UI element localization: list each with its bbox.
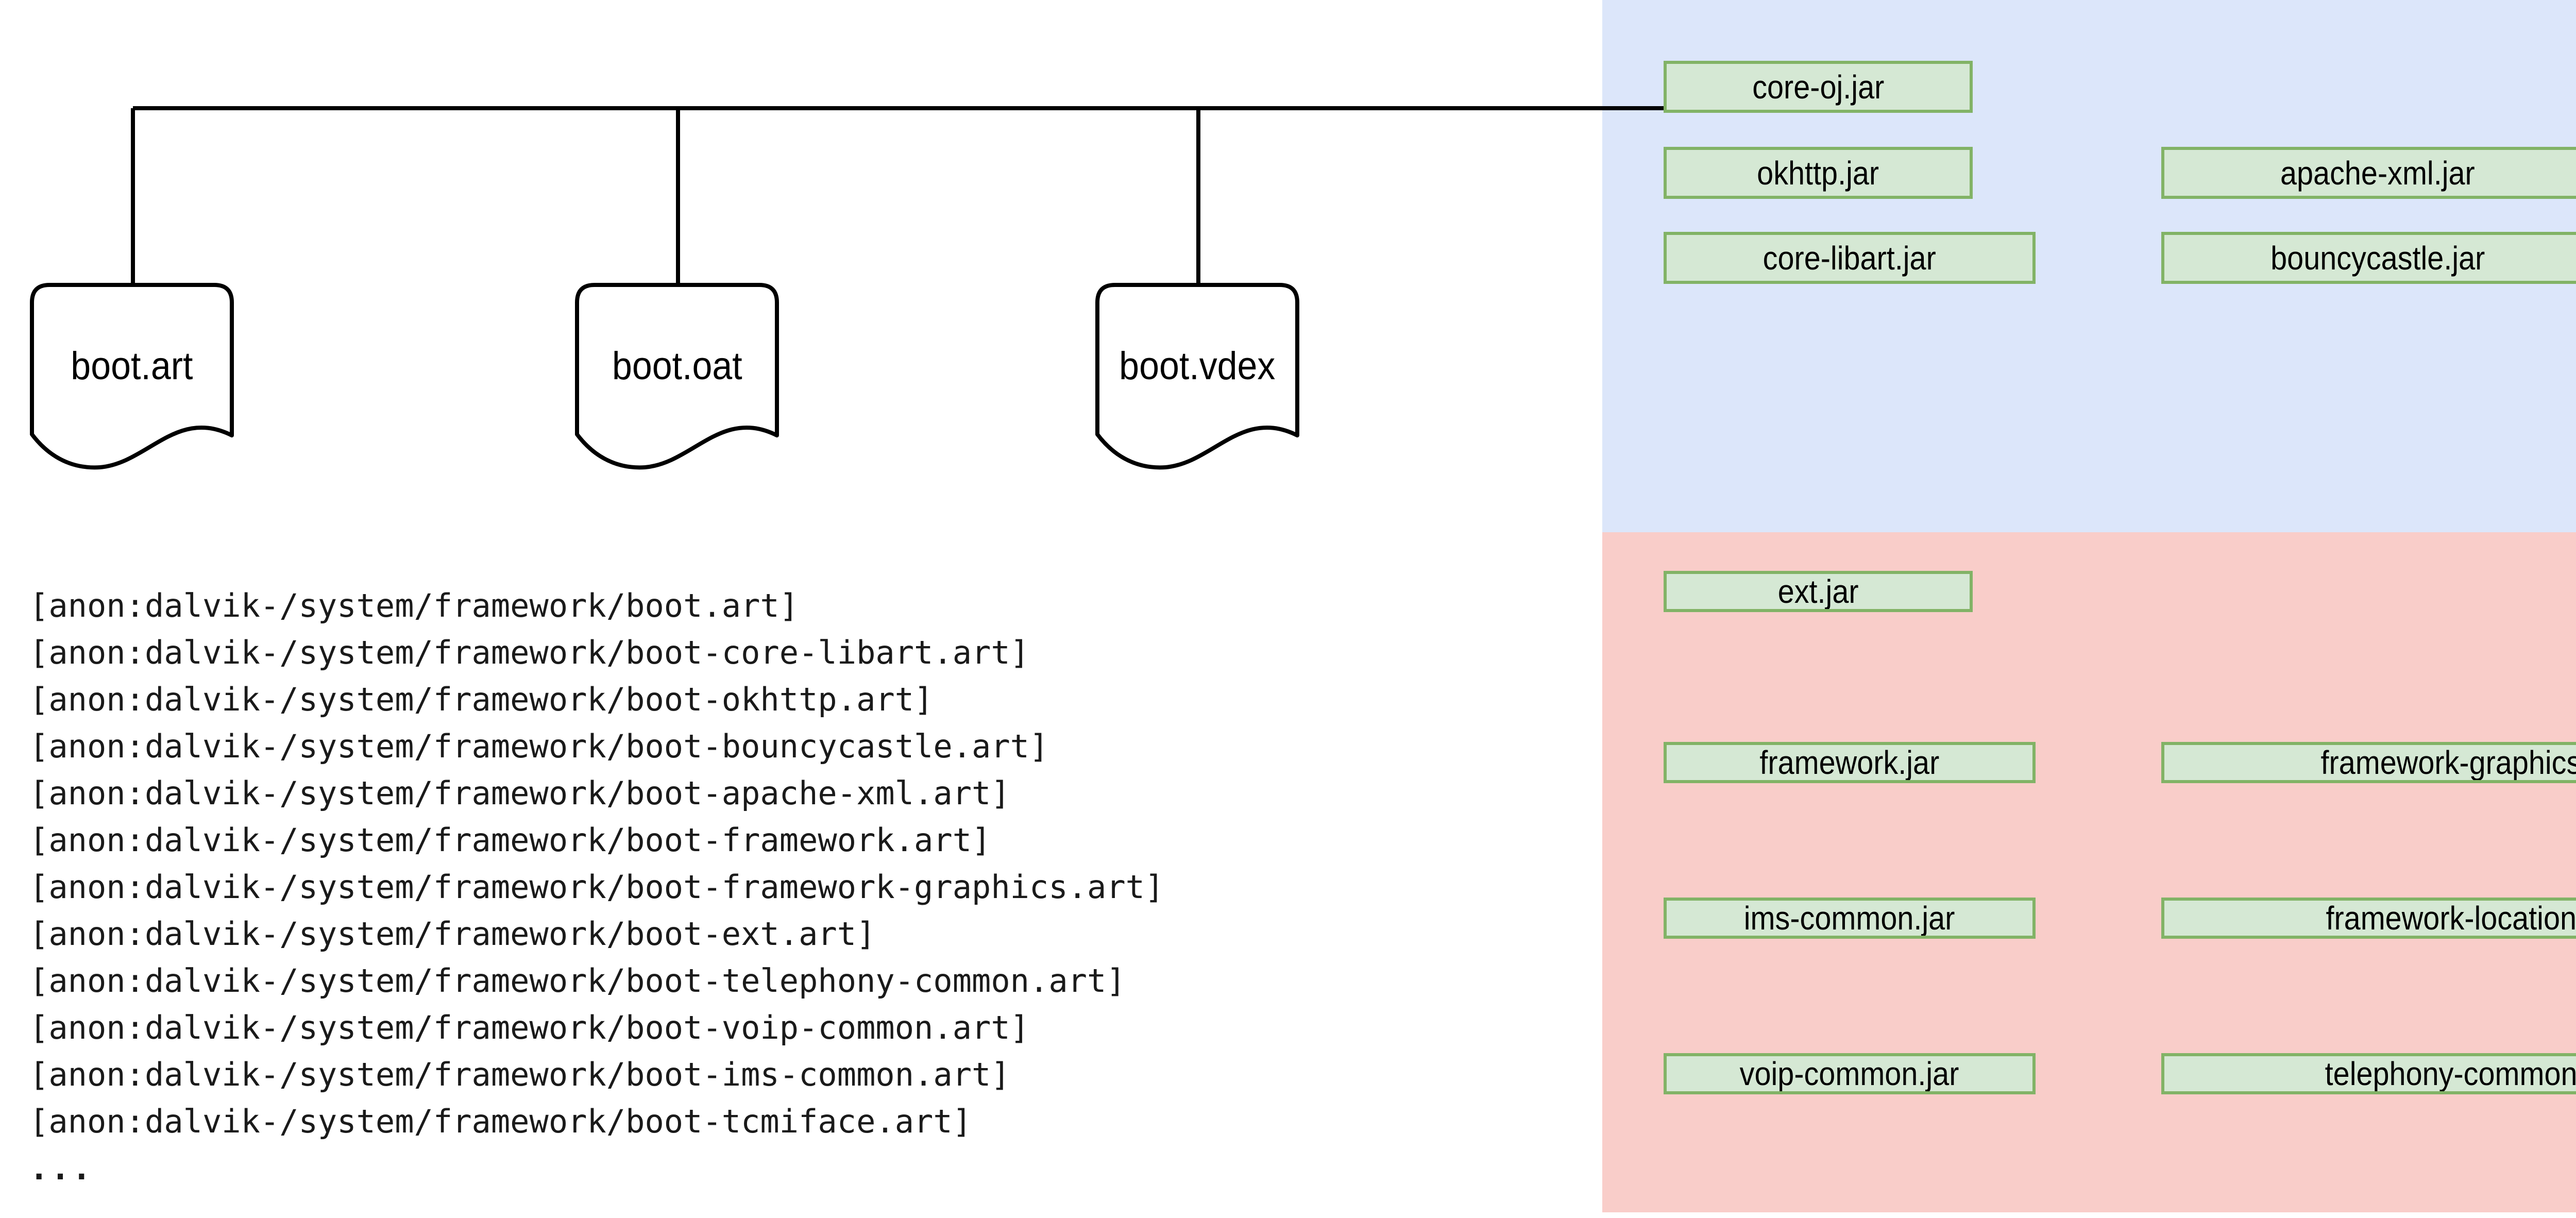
log-line: [anon:dalvik-/system/framework/boot-apac… — [29, 774, 1010, 812]
boot-image-extensions-panel: Boot Image Extensions ext.jarframework.j… — [1602, 532, 2576, 1212]
log-line: [anon:dalvik-/system/framework/boot-ext.… — [29, 915, 876, 953]
document-shape-boot-oat[interactable]: boot.oat — [575, 283, 779, 470]
tree-connector-path — [131, 106, 1664, 285]
log-line: [anon:dalvik-/system/framework/boot-okht… — [29, 681, 934, 718]
jar-ims-common-jar[interactable]: ims-common.jar — [1664, 898, 2036, 939]
log-line: [anon:dalvik-/system/framework/boot.art] — [29, 587, 799, 624]
jar-framework-location-jar[interactable]: framework-location.jar — [2161, 898, 2576, 939]
log-line: [anon:dalvik-/system/framework/boot-voip… — [29, 1009, 1030, 1046]
jar-label: framework-graphics.jar — [2320, 744, 2576, 781]
document-outline — [1095, 283, 1299, 470]
jar-label: okhttp.jar — [1757, 154, 1879, 192]
jar-telephony-common-jar[interactable]: telephony-common.jar — [2161, 1053, 2576, 1094]
jar-framework-graphics-jar[interactable]: framework-graphics.jar — [2161, 742, 2576, 783]
jar-label: framework.jar — [1759, 744, 1940, 781]
log-line: [anon:dalvik-/system/framework/boot-ims-… — [29, 1056, 1010, 1093]
jar-label: core-oj.jar — [1752, 68, 1885, 106]
jar-ext-jar[interactable]: ext.jar — [1664, 571, 1973, 612]
jar-label: apache-xml.jar — [2280, 154, 2475, 192]
log-ellipsis: ... — [29, 1149, 93, 1187]
log-line: [anon:dalvik-/system/framework/boot-boun… — [29, 728, 1049, 765]
jar-bouncycastle-jar[interactable]: bouncycastle.jar — [2161, 232, 2576, 284]
memory-map-log: [anon:dalvik-/system/framework/boot.art]… — [29, 582, 1164, 1192]
log-line: [anon:dalvik-/system/framework/boot-fram… — [29, 868, 1164, 906]
jar-voip-common-jar[interactable]: voip-common.jar — [1664, 1053, 2036, 1094]
jar-label: telephony-common.jar — [2325, 1055, 2576, 1092]
jar-label: bouncycastle.jar — [2270, 239, 2485, 277]
jar-core-oj-jar[interactable]: core-oj.jar — [1664, 61, 1973, 113]
jar-label: framework-location.jar — [2326, 900, 2576, 937]
jar-label: core-libart.jar — [1762, 239, 1937, 277]
boot-images-panel: Boot Images core-oj.jarokhttp.jarapache-… — [1602, 0, 2576, 532]
document-shape-boot-vdex[interactable]: boot.vdex — [1095, 283, 1299, 470]
log-line: [anon:dalvik-/system/framework/boot-fram… — [29, 821, 991, 859]
jar-label: voip-common.jar — [1740, 1055, 1959, 1092]
log-line: [anon:dalvik-/system/framework/boot-tele… — [29, 962, 1126, 1000]
document-outline — [30, 283, 234, 470]
document-outline — [575, 283, 779, 470]
jar-label: ims-common.jar — [1744, 900, 1955, 937]
log-line: [anon:dalvik-/system/framework/boot-tcmi… — [29, 1103, 972, 1140]
connector-lines — [131, 106, 1664, 285]
jar-okhttp-jar[interactable]: okhttp.jar — [1664, 147, 1973, 199]
log-line: [anon:dalvik-/system/framework/boot-core… — [29, 634, 1030, 671]
jar-apache-xml-jar[interactable]: apache-xml.jar — [2161, 147, 2576, 199]
jar-framework-jar[interactable]: framework.jar — [1664, 742, 2036, 783]
jar-core-libart-jar[interactable]: core-libart.jar — [1664, 232, 2036, 284]
document-shape-boot-art[interactable]: boot.art — [30, 283, 234, 470]
jar-label: ext.jar — [1777, 573, 1859, 610]
